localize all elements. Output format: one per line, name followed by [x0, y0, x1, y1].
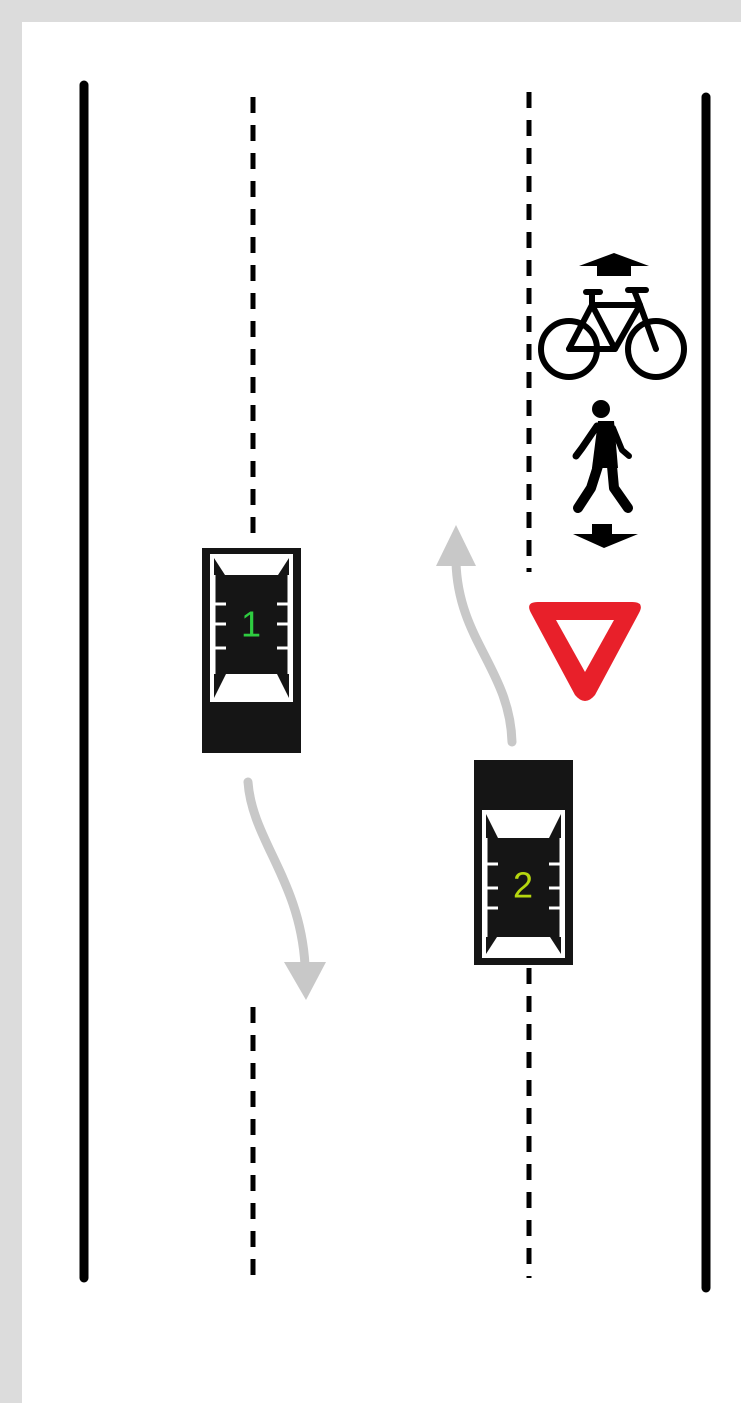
yield-sign	[529, 602, 641, 701]
bicycle-sign	[538, 253, 687, 380]
pedestrian-icon	[572, 400, 633, 513]
down-arrow-icon	[573, 524, 638, 548]
road-diagram: 1 2	[22, 22, 741, 1403]
up-arrow-icon	[579, 253, 649, 276]
pedestrian-sign	[572, 400, 638, 548]
car-2-label: 2	[513, 865, 533, 906]
car-1-label: 1	[241, 604, 261, 645]
car-2-path-arrow	[436, 525, 517, 747]
bicycle-icon	[538, 287, 687, 380]
car-1-path-arrow	[243, 777, 326, 1000]
car-2: 2	[474, 760, 573, 965]
car-1: 1	[202, 548, 301, 753]
